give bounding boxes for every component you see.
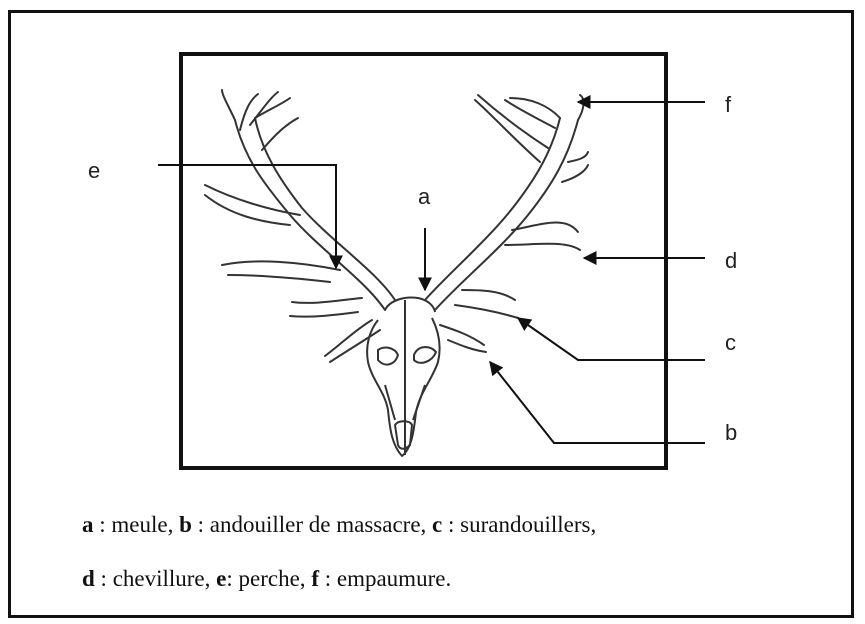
leader-b: [490, 362, 705, 443]
left-antler: [205, 90, 395, 362]
right-antler: [425, 95, 588, 352]
caption-text-a: meule,: [111, 512, 179, 537]
caption-key-c: c: [432, 512, 442, 537]
caption-key-e: e: [216, 566, 226, 591]
caption-key-d: d: [82, 566, 95, 591]
label-b: b: [725, 420, 737, 446]
caption-sep: :: [95, 566, 113, 591]
caption-text-c: surandouillers,: [460, 512, 596, 537]
caption-key-a: a: [82, 512, 94, 537]
caption-text-e: perche,: [239, 566, 312, 591]
caption-line-1: a : meule, b : andouiller de massacre, c…: [82, 512, 596, 538]
caption-key-b: b: [179, 512, 192, 537]
caption-text-d: chevillure,: [113, 566, 216, 591]
caption-sep: :: [319, 566, 337, 591]
caption-sep: :: [442, 512, 460, 537]
caption-line-2: d : chevillure, e: perche, f : empaumure…: [82, 566, 451, 592]
caption-text-b: andouiller de massacre,: [210, 512, 432, 537]
leader-c: [518, 318, 705, 360]
caption-sep: :: [94, 512, 112, 537]
label-c: c: [725, 330, 736, 356]
caption-sep: :: [192, 512, 210, 537]
caption-key-f: f: [311, 566, 319, 591]
label-f: f: [725, 92, 731, 118]
leader-lines: [158, 102, 705, 443]
label-a: a: [418, 184, 430, 210]
label-e: e: [88, 158, 100, 184]
caption-sep: :: [226, 566, 238, 591]
caption-text-f: empaumure.: [337, 566, 451, 591]
skull: [367, 298, 439, 457]
label-d: d: [725, 248, 737, 274]
